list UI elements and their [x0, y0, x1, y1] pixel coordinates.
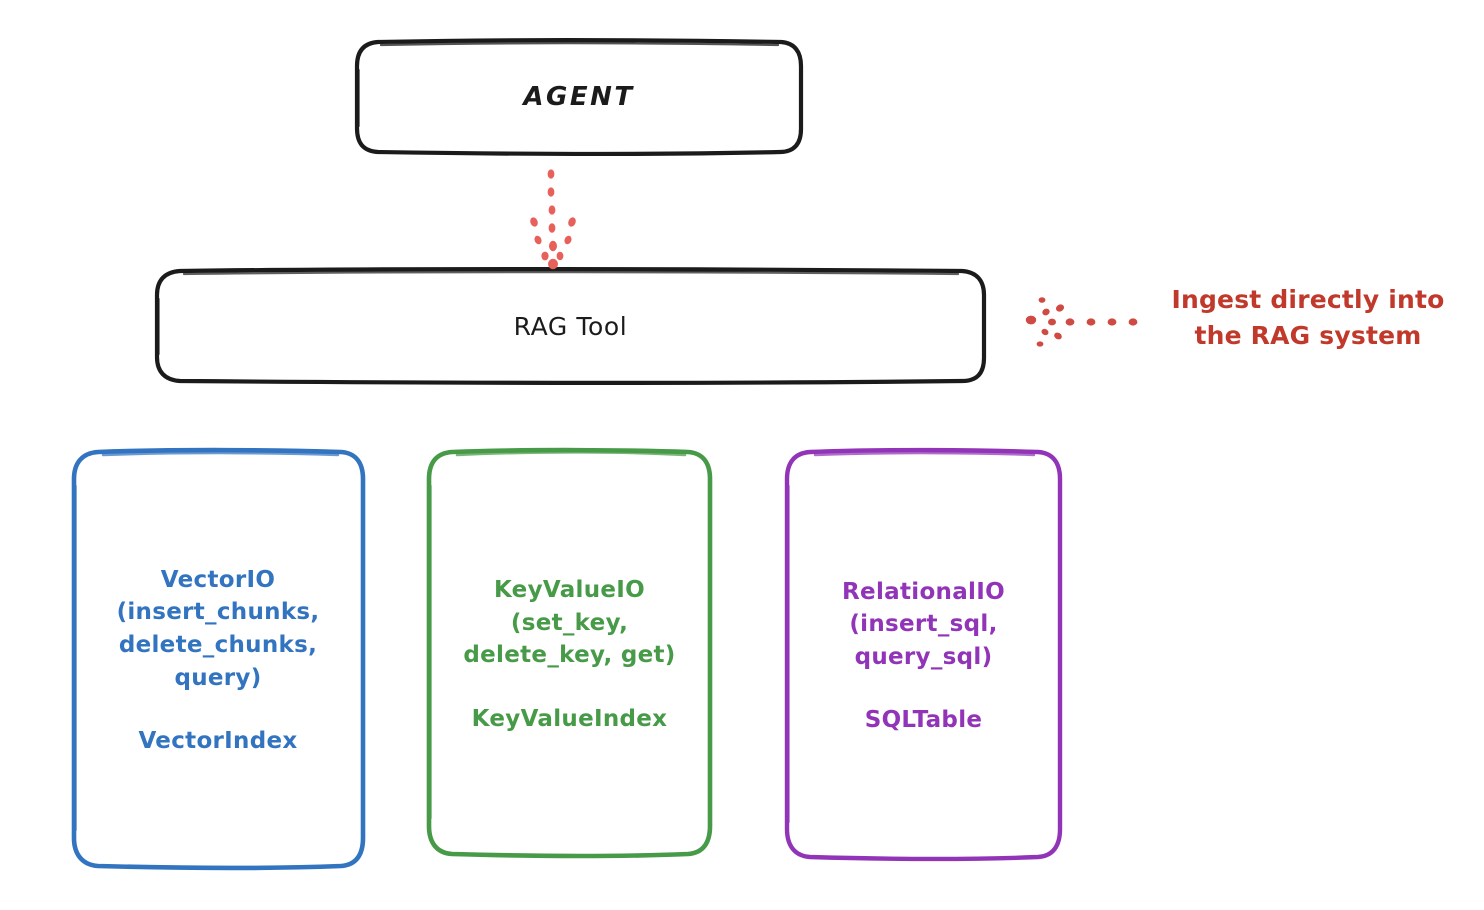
vector-io-box-outline	[71, 447, 366, 871]
agent-label: AGENT	[523, 81, 635, 112]
agent-to-rag-tool-arrow	[530, 169, 576, 270]
agent-node[interactable]: AGENT	[356, 41, 802, 153]
key-value-io-box-outline	[426, 447, 713, 859]
key-value-index-label: KeyValueIndex	[471, 705, 668, 732]
ingest-annotation-text: Ingest directly into the RAG system	[1171, 285, 1445, 350]
key-value-io-api-label: KeyValueIO (set_key, delete_key, get)	[463, 577, 676, 669]
vector-index-label: VectorIndex	[138, 728, 298, 755]
relational-io-node[interactable]: RelationalIO (insert_sql, query_sql) SQL…	[786, 450, 1061, 859]
vector-io-node[interactable]: VectorIO (insert_chunks, delete_chunks, …	[72, 450, 364, 868]
vector-io-api-label: VectorIO (insert_chunks, delete_chunks, …	[116, 566, 320, 691]
rag-tool-box-outline	[154, 267, 987, 385]
ingest-annotation-arrow	[1025, 297, 1138, 347]
agent-box-outline	[354, 38, 804, 156]
rag-tool-label: RAG Tool	[513, 311, 628, 341]
rag-tool-node[interactable]: RAG Tool	[156, 270, 985, 382]
relational-io-api-label: RelationalIO (insert_sql, query_sql)	[842, 578, 1005, 670]
key-value-io-node[interactable]: KeyValueIO (set_key, delete_key, get) Ke…	[428, 450, 711, 856]
sql-table-label: SQLTable	[864, 707, 983, 734]
relational-io-box-outline	[784, 447, 1063, 862]
